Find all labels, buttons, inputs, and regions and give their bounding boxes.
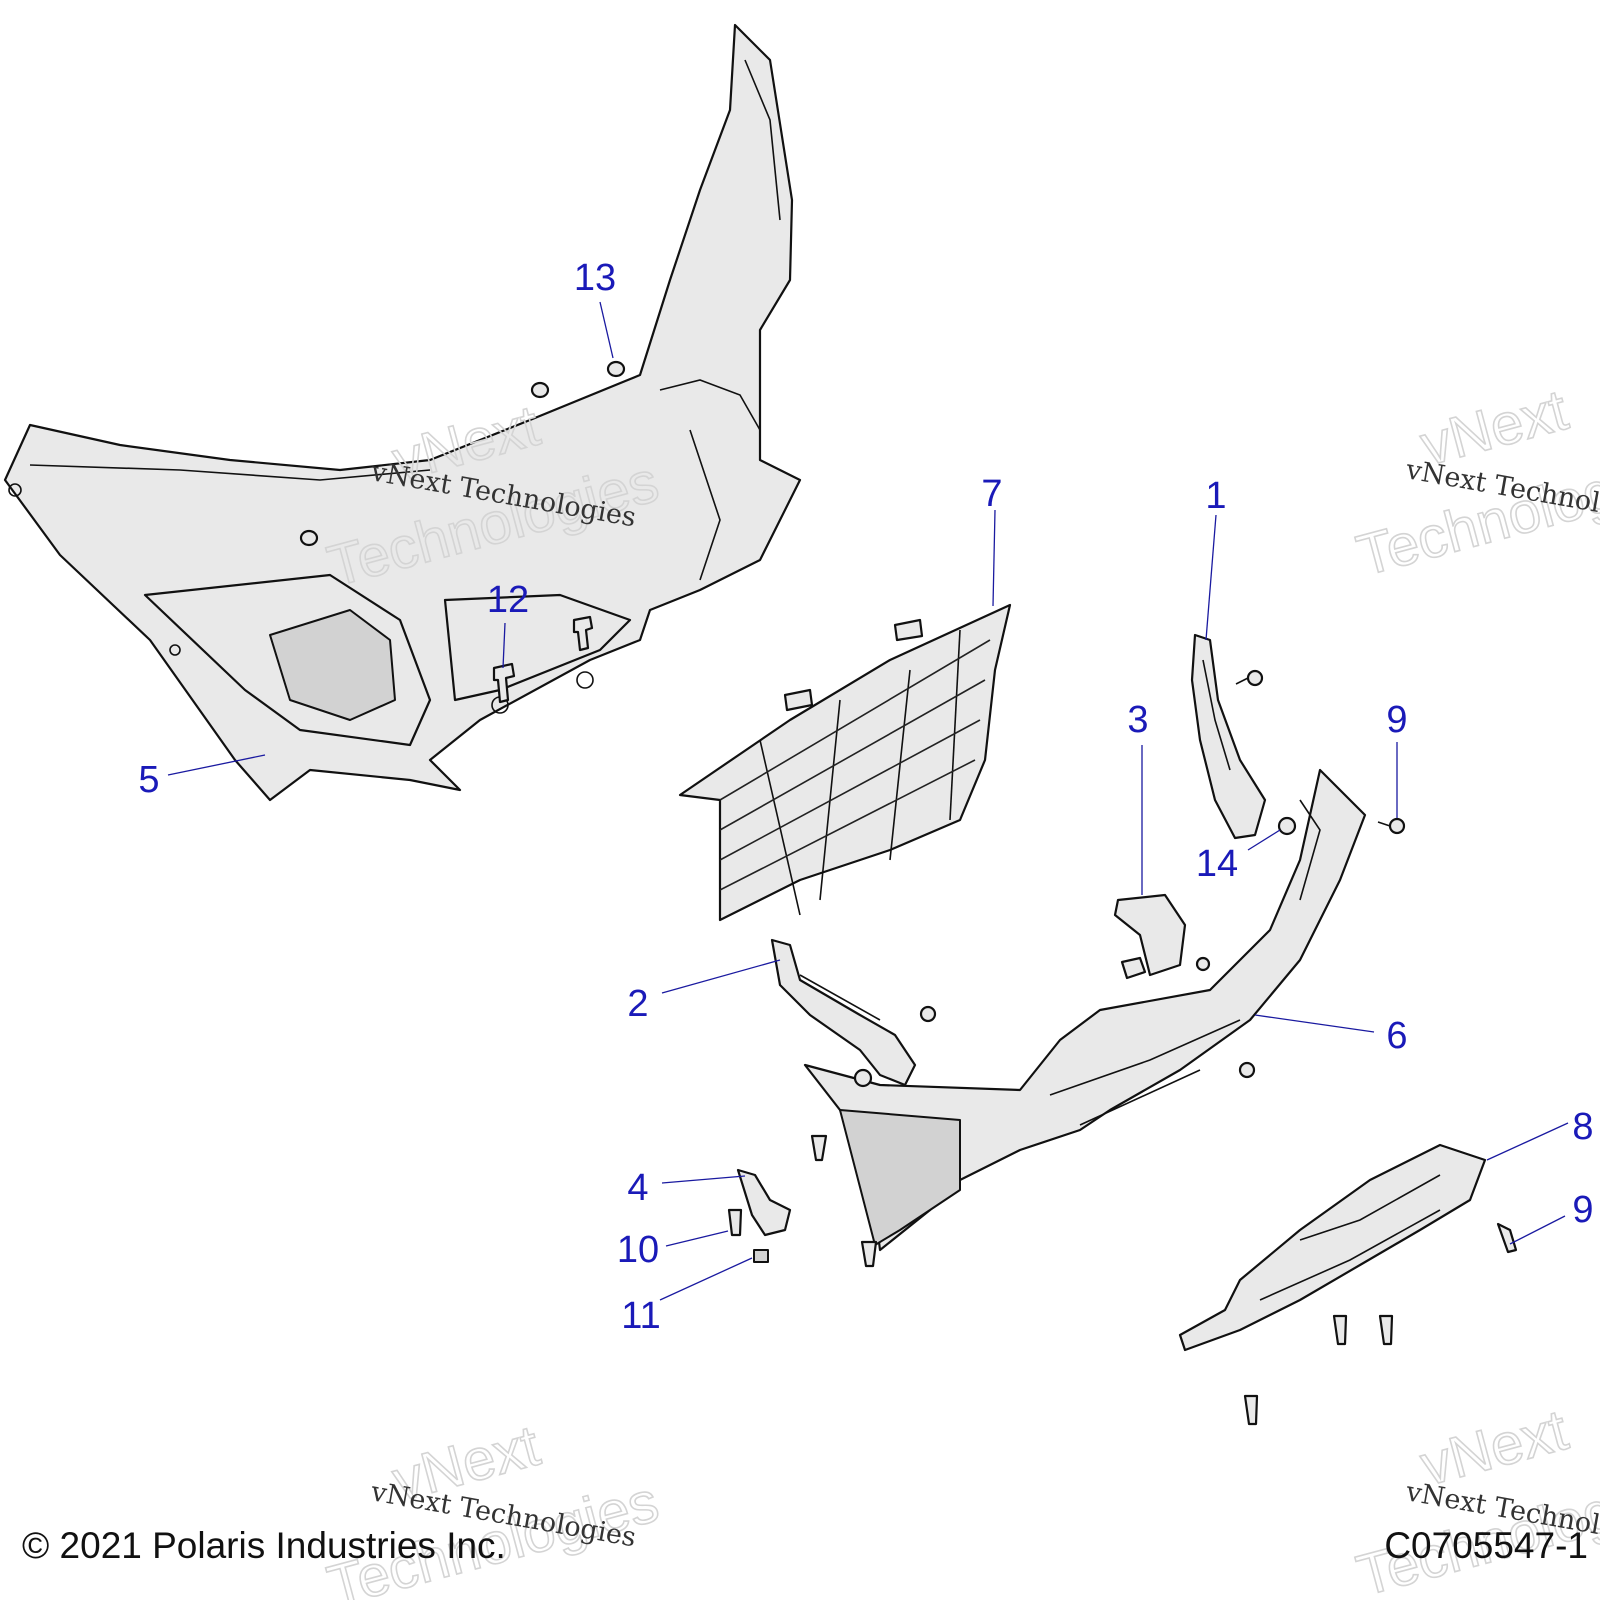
- screw-10: [727, 1208, 743, 1237]
- callout-9-upper: 9: [1386, 699, 1407, 741]
- screw: [1378, 1314, 1394, 1346]
- figure-id: C0705547-1: [1384, 1525, 1588, 1566]
- screw: [1235, 669, 1264, 687]
- push-rivet: [299, 529, 319, 547]
- clip-nut: [853, 1068, 873, 1088]
- callout-1: 1: [1205, 475, 1226, 517]
- leader-lines: [167, 301, 1569, 1301]
- fasteners: [299, 360, 1518, 1426]
- leader-5: [167, 754, 266, 776]
- callout-9-lower: 9: [1572, 1189, 1593, 1231]
- leader-7: [992, 509, 996, 607]
- leader-11: [659, 1257, 753, 1301]
- part-2-bracket: [770, 938, 917, 1087]
- screw: [860, 1240, 878, 1268]
- nut-14: [1277, 816, 1297, 836]
- screw-9-upper: [1377, 817, 1406, 835]
- screw-9-lower: [1496, 1222, 1518, 1254]
- callout-10: 10: [617, 1229, 659, 1271]
- screw: [919, 1005, 937, 1023]
- watermark-bottom-left: vNext Technologies: [320, 1412, 665, 1600]
- callout-13: 13: [574, 257, 616, 299]
- screw: [1238, 1061, 1256, 1079]
- part-5-front-frame: [3, 23, 802, 802]
- part-7-grille: [678, 603, 1012, 922]
- part-3-bracket: [1113, 893, 1187, 977]
- leader-9-lower: [1509, 1215, 1566, 1245]
- leader-10: [665, 1230, 729, 1247]
- callouts: 1 2 3 4 5 6 7 8 9 9 10 11 12 13 14: [138, 257, 1593, 1337]
- callout-8: 8: [1572, 1106, 1593, 1148]
- part-8-skid-plate: [1178, 1143, 1487, 1352]
- callout-6: 6: [1386, 1015, 1407, 1057]
- callout-7: 7: [981, 473, 1002, 515]
- leader-4: [661, 1175, 746, 1184]
- screw: [810, 1134, 828, 1162]
- leader-13: [599, 301, 614, 359]
- copyright-notice: © 2021 Polaris Industries Inc.: [22, 1525, 506, 1566]
- callout-5: 5: [138, 759, 159, 801]
- leader-14: [1247, 829, 1281, 851]
- clip-12: [492, 662, 516, 704]
- leader-8: [1486, 1122, 1569, 1161]
- push-rivet-13: [606, 360, 626, 378]
- part-4-bracket: [736, 1168, 792, 1237]
- clip: [572, 615, 594, 652]
- callout-11: 11: [621, 1295, 660, 1337]
- callout-3: 3: [1127, 699, 1148, 741]
- screw: [1243, 1394, 1259, 1426]
- leader-6: [1254, 1014, 1375, 1033]
- part-6-lower-bumper: [803, 768, 1367, 1252]
- leader-2: [661, 959, 781, 994]
- callout-14: 14: [1196, 843, 1238, 885]
- callout-2: 2: [627, 983, 648, 1025]
- push-rivet: [530, 381, 550, 399]
- screw: [1332, 1314, 1348, 1346]
- callout-12: 12: [487, 579, 529, 621]
- nut-11: [753, 1249, 769, 1263]
- clip-nut: [1120, 956, 1147, 980]
- callout-4: 4: [627, 1167, 648, 1209]
- part-1-bracket: [1190, 633, 1267, 840]
- leader-1: [1205, 514, 1217, 641]
- screw: [1195, 956, 1211, 972]
- leader-12: [502, 622, 506, 669]
